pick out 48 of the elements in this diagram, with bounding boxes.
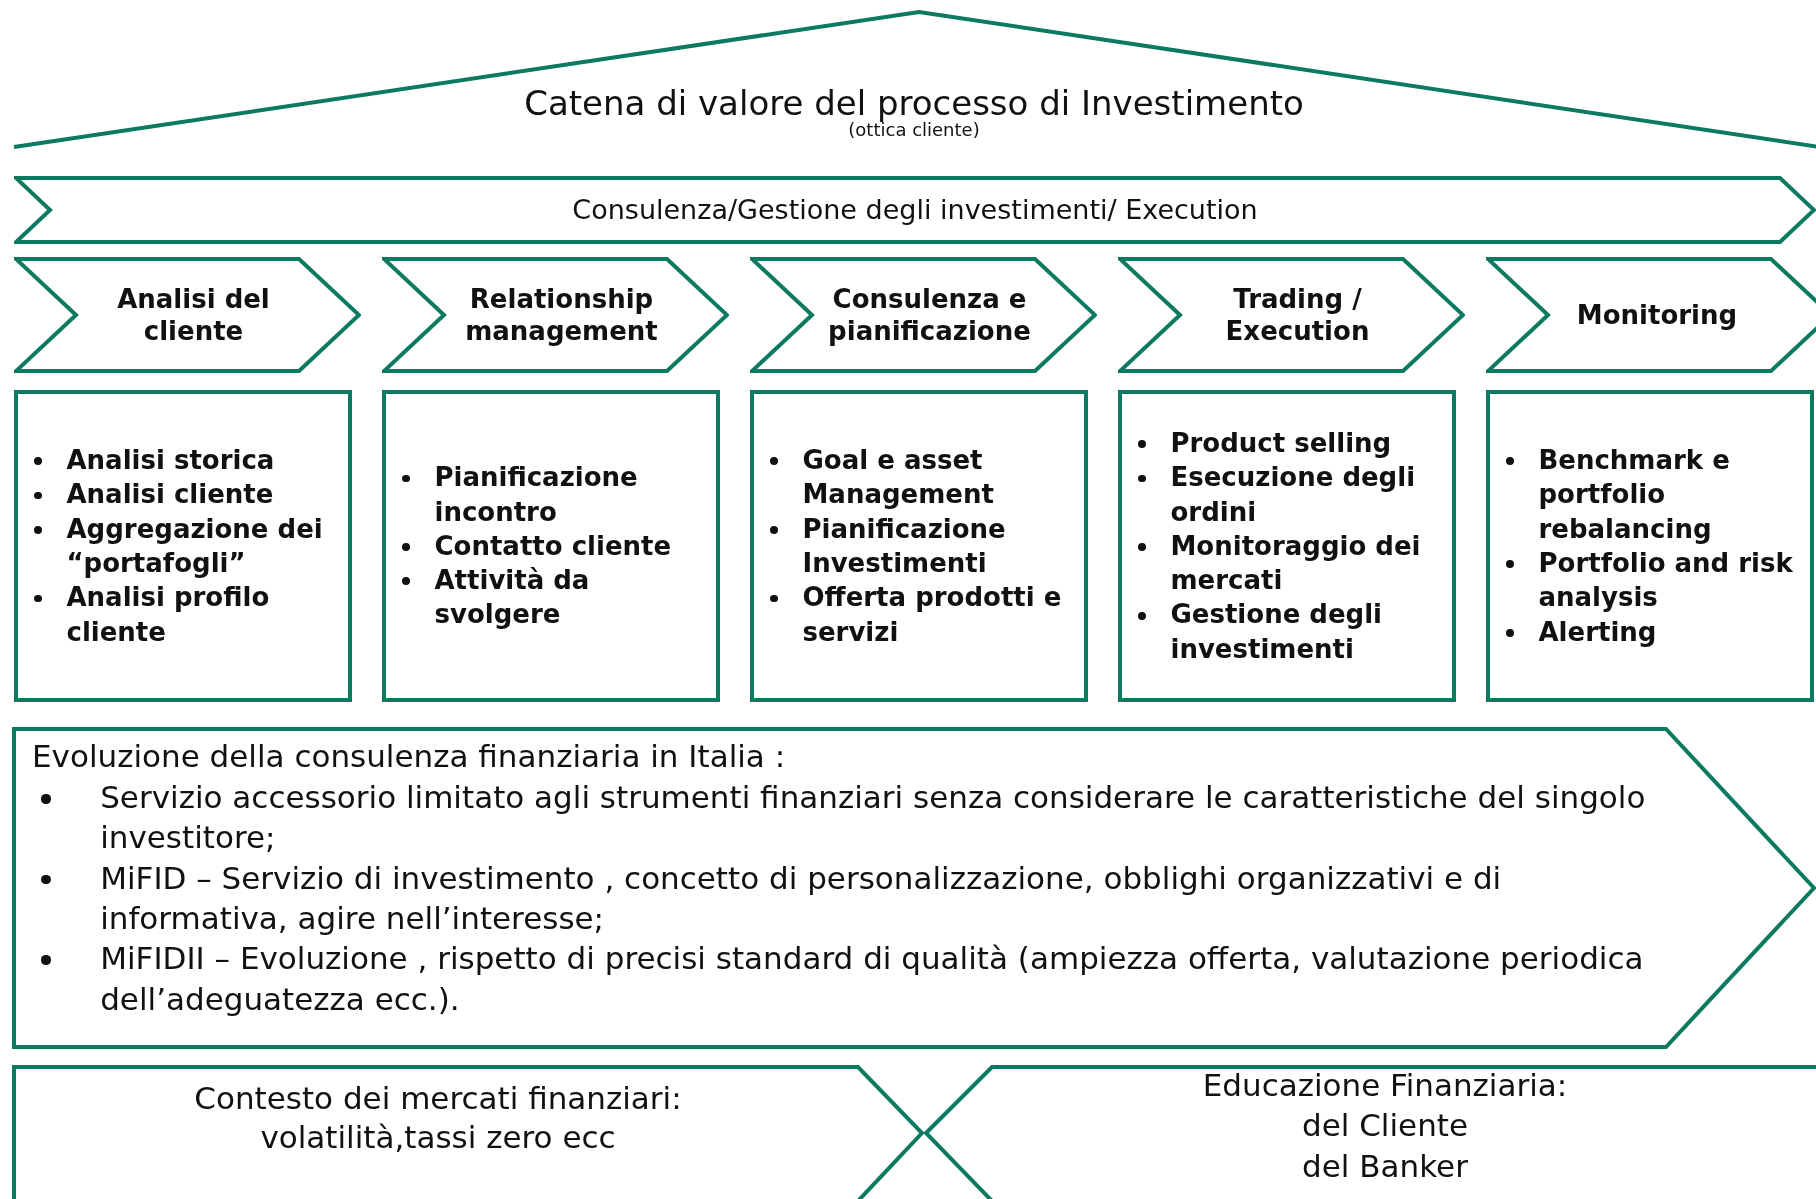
chevron-banner — [14, 176, 1816, 244]
list-item: Pianificazione incontro — [434, 461, 639, 529]
list-item: Portfolio and risk analysis — [1538, 547, 1794, 615]
chevron-shape — [382, 257, 729, 373]
list-item: Pianificazione Investimenti — [802, 512, 1007, 580]
content-box — [14, 390, 352, 702]
panel-text: Contesto dei mercati finanziari: — [194, 1079, 682, 1118]
list-item: Product selling — [1170, 426, 1393, 460]
panel-text: volatilità,tassi zero ecc — [260, 1117, 616, 1157]
list-item: Alerting — [1538, 615, 1658, 649]
notched-panel — [924, 1065, 1816, 1199]
content-box — [750, 390, 1088, 702]
list-item: Aggregazione dei “portafogli” — [66, 512, 324, 580]
content-box — [1486, 390, 1814, 702]
list-item: MiFID – Servizio di investimento , concetto di personalizzazione, obblighi organizzativi e di informativa, agire nell’interesse; — [100, 858, 1503, 939]
chevron-shape — [14, 257, 361, 373]
list-item: Monitoraggio dei mercati — [1170, 529, 1422, 598]
list-item: Offerta prodotti e servizi — [802, 581, 1063, 649]
list-item: Goal e asset Management — [802, 444, 995, 512]
list-item: Analisi cliente — [66, 478, 275, 512]
panel-text: del Cliente — [1301, 1106, 1468, 1146]
content-box — [382, 390, 720, 702]
stage-label: Consulenza e pianificazione — [827, 282, 1032, 348]
panel-text: Educazione Finanziaria: — [1202, 1066, 1568, 1105]
roof-heading: Catena di valore del processo di Investimento — [524, 83, 1304, 123]
arrow-panel — [12, 1065, 924, 1199]
chevron-shape — [1118, 257, 1465, 373]
list-item: Contatto cliente — [434, 529, 673, 563]
list-item: Servizio accessorio limitato agli strumenti finanziari senza considerare le caratteristiche del singolo investitore; — [100, 778, 1646, 858]
panel-heading: Evoluzione della consulenza finanziaria in Italia : — [32, 737, 787, 776]
list-item: Gestione degli investimenti — [1170, 598, 1383, 666]
list-item: MiFIDII – Evoluzione , rispetto di precisi standard di qualità (ampiezza offerta, valutazione periodica dell’adeguatezza ecc.). — [100, 939, 1645, 1019]
banner-text: Consulenza/Gestione degli investimenti/ Execution — [572, 193, 1258, 227]
chevron-shape — [750, 257, 1097, 373]
stage-label: Analisi del cliente — [116, 282, 271, 348]
list-item: Attività da svolgere — [434, 564, 591, 632]
stage-label: Monitoring — [1576, 298, 1738, 332]
arrow-panel — [12, 727, 1816, 1049]
stage-label: Trading / Execution — [1224, 282, 1371, 348]
list-item: Analisi profilo cliente — [66, 581, 271, 649]
list-item: Esecuzione degli ordini — [1170, 461, 1417, 529]
content-box — [1118, 390, 1456, 702]
stage-label: Relationship management — [464, 282, 659, 348]
panel-text: del Banker — [1302, 1146, 1468, 1186]
list-item: Benchmark e portfolio rebalancing — [1538, 444, 1731, 546]
list-item: Analisi storica — [66, 444, 276, 478]
roof-shape — [12, 10, 1816, 150]
chevron-shape — [1486, 257, 1816, 373]
